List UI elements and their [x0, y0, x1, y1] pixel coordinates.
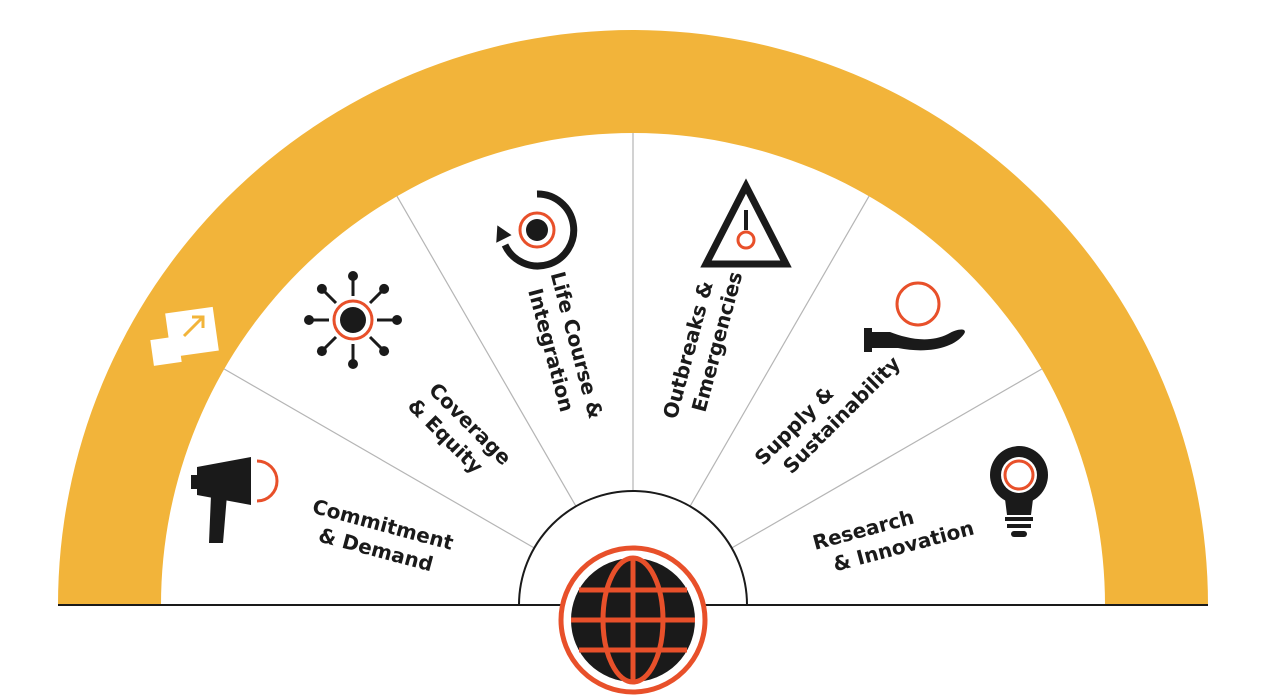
warning-triangle-icon: [700, 178, 792, 268]
hub-node: [316, 283, 327, 294]
outer-band: [58, 30, 1208, 605]
segment-divider: [731, 368, 1043, 549]
hand-holding-icon: [864, 281, 965, 352]
segment-label-2: Life Course &Integration: [523, 269, 608, 421]
hub-node: [379, 283, 390, 294]
segment-label-3: Outbreaks &Emergencies: [658, 269, 747, 421]
hub-node: [379, 346, 390, 357]
hub-node: [348, 271, 358, 281]
segment-label-0: Commitment& Demand: [310, 494, 456, 576]
segment-divider: [689, 195, 870, 507]
hub-node: [304, 315, 314, 325]
segment-dividers: [223, 133, 1043, 549]
segment-divider: [223, 368, 535, 549]
arrow-in-square-icon: [150, 306, 219, 366]
hub-node: [392, 315, 402, 325]
segment-label-4: Supply &Sustainability: [750, 351, 905, 478]
segment-divider: [396, 195, 577, 507]
network-hub-icon: [304, 271, 402, 369]
megaphone-icon: [191, 457, 279, 543]
hub-node: [316, 346, 327, 357]
segment-label-1: Coverage& Equity: [403, 378, 516, 479]
light-bulb-icon: [990, 446, 1048, 537]
hub-node: [348, 359, 358, 369]
cycle-arrow-icon: [496, 190, 578, 270]
globe-icon: [558, 545, 708, 695]
segment-label-5: Research& Innovation: [810, 505, 977, 577]
